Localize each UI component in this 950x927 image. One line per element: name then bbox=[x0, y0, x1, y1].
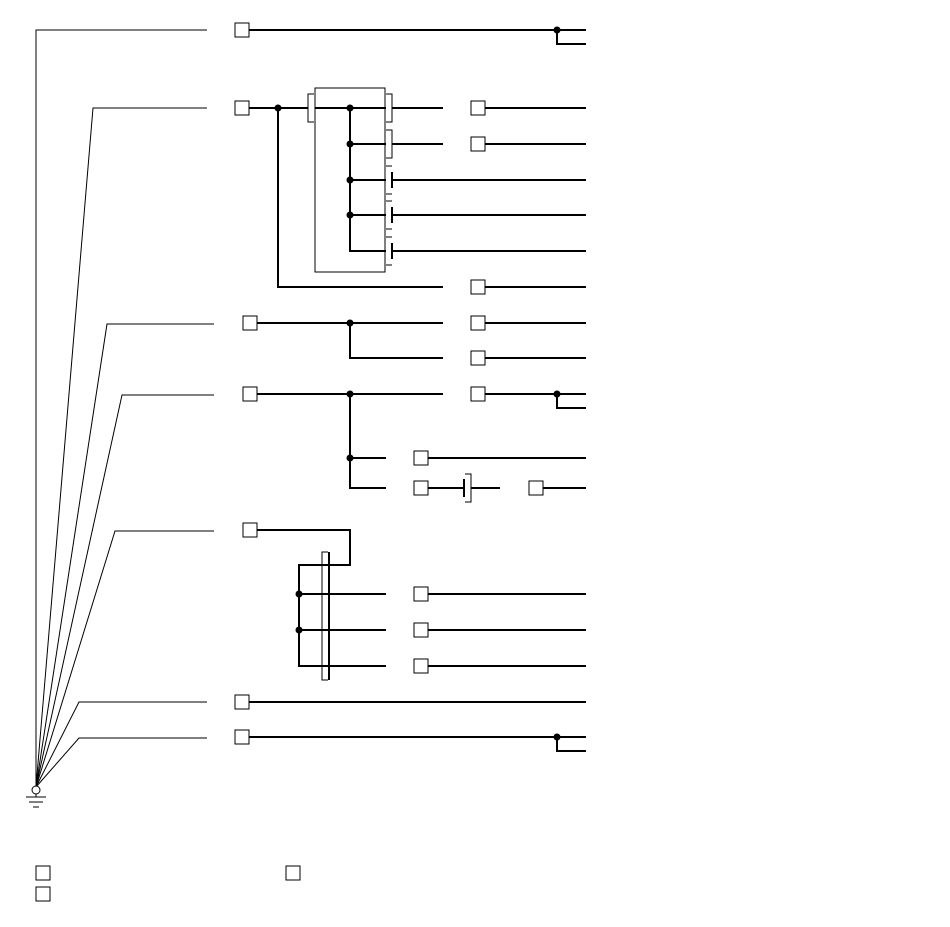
splice-node bbox=[553, 26, 561, 34]
connector-box bbox=[413, 658, 429, 674]
splice-node bbox=[346, 454, 354, 462]
connector-box bbox=[242, 386, 258, 402]
ground-wire-7 bbox=[35, 737, 207, 788]
connector-box bbox=[242, 522, 258, 538]
connector-box bbox=[234, 100, 250, 116]
connector-box bbox=[470, 350, 486, 366]
connector-box bbox=[413, 622, 429, 638]
splice-node bbox=[346, 211, 354, 219]
connector-box bbox=[470, 279, 486, 295]
splice-node bbox=[346, 104, 354, 112]
legend-connector-box-1 bbox=[35, 865, 51, 881]
splice-node bbox=[553, 733, 561, 741]
connector-box bbox=[234, 729, 250, 745]
splice-node bbox=[346, 176, 354, 184]
circuit-5 bbox=[242, 522, 586, 681]
connector-box bbox=[470, 136, 486, 152]
connector-box bbox=[234, 22, 250, 38]
connector-box bbox=[413, 480, 429, 496]
connector-box bbox=[234, 694, 250, 710]
splice-node bbox=[274, 104, 282, 112]
ground-wire-4 bbox=[35, 394, 214, 788]
circuit-7 bbox=[234, 729, 586, 752]
connector-box bbox=[413, 450, 429, 466]
connector-box bbox=[413, 586, 429, 602]
ground-fanout bbox=[35, 29, 214, 788]
splice-node bbox=[346, 140, 354, 148]
ground-icon bbox=[26, 785, 46, 808]
splice-node bbox=[346, 319, 354, 327]
ground-wire-2 bbox=[35, 107, 207, 788]
legend bbox=[35, 865, 301, 902]
splice-node bbox=[346, 390, 354, 398]
splice-node bbox=[295, 626, 303, 634]
circuit-1 bbox=[234, 22, 586, 45]
circuit-2 bbox=[234, 87, 586, 295]
connector-box bbox=[528, 480, 544, 496]
circuit-4 bbox=[242, 386, 586, 503]
ground-wire-6 bbox=[35, 701, 207, 788]
circuit-3 bbox=[242, 315, 586, 366]
legend-connector-box-2 bbox=[285, 865, 301, 881]
connector-box bbox=[470, 386, 486, 402]
splice-node bbox=[295, 590, 303, 598]
circuit-6 bbox=[234, 694, 586, 710]
ground-wire-1 bbox=[35, 29, 207, 787]
connector-box bbox=[470, 315, 486, 331]
legend-connector-box-3 bbox=[35, 886, 51, 902]
connector-box bbox=[470, 100, 486, 116]
ground-wire-3 bbox=[35, 323, 214, 788]
connector-box bbox=[242, 315, 258, 331]
ground-wire-5 bbox=[35, 530, 214, 788]
splice-node bbox=[553, 390, 561, 398]
